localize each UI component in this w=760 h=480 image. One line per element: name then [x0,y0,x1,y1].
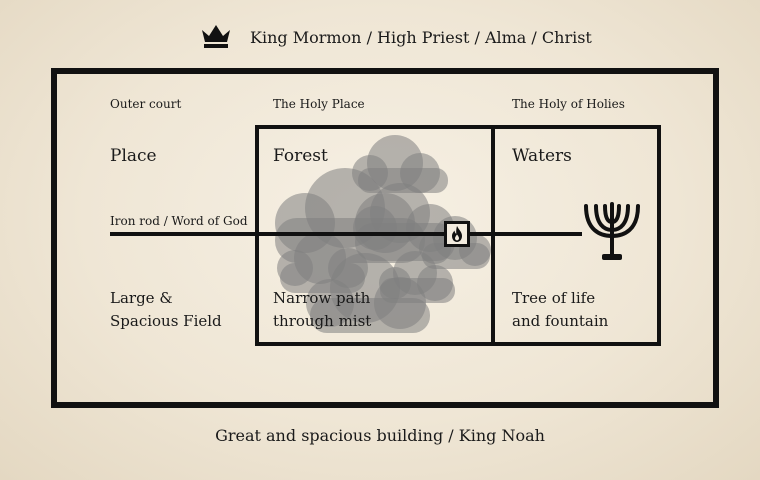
holy-place-heading: The Holy Place [273,97,365,111]
place-description: Large & Spacious Field [110,289,222,330]
crown-icon [202,25,230,48]
cloud-icon [306,253,430,333]
forest-description: Narrow path through mist [273,289,372,330]
place-label: Place [110,146,157,166]
cloud-icon [352,135,448,193]
menorah-icon [584,202,640,260]
waters-description: Tree of life and fountain [512,289,609,330]
fire-altar-icon [444,221,470,247]
header-title: King Mormon / High Priest / Alma / Chris… [250,28,592,47]
footer-title: Great and spacious building / King Noah [215,426,545,445]
forest-label: Forest [273,146,328,166]
outer-court-heading: Outer court [110,97,182,111]
outer-court-frame [51,68,719,408]
waters-label: Waters [512,146,572,166]
rod-label: Iron rod / Word of God [110,214,248,228]
mist-clouds [275,135,491,333]
iron-rod-line [110,232,582,236]
holy-of-holies-heading: The Holy of Holies [512,97,625,111]
